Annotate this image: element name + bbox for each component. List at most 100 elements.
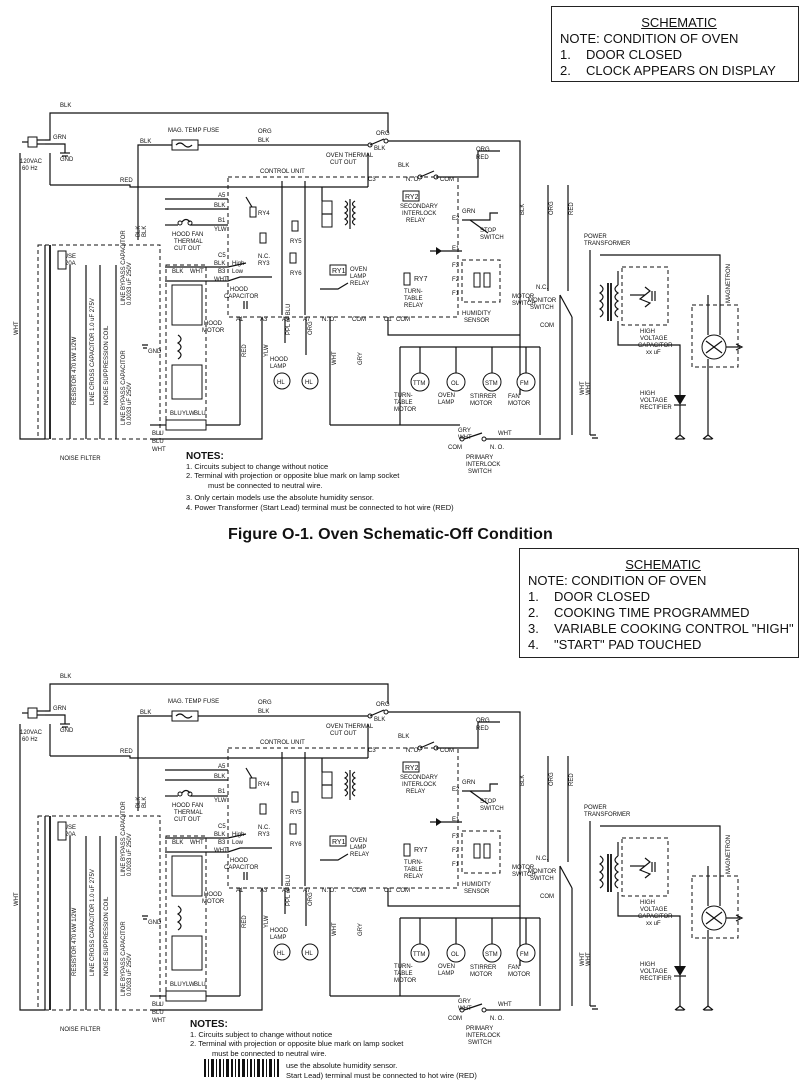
svg-text:A5: A5 — [218, 193, 226, 199]
svg-text:C5: C5 — [218, 253, 226, 259]
svg-text:GRY: GRY — [458, 428, 471, 434]
svg-text:E2: E2 — [452, 216, 460, 222]
condition-item: 3.VARIABLE COOKING CONTROL "HIGH" — [528, 621, 794, 636]
svg-text:GND: GND — [60, 157, 74, 163]
condition-item: 2.COOKING TIME PROGRAMMED — [528, 605, 750, 620]
svg-text:HL: HL — [277, 380, 285, 386]
svg-text:RED: RED — [120, 178, 133, 184]
control-unit-box — [227, 176, 459, 318]
schematic-note-top: SCHEMATIC NOTE: CONDITION OF OVEN 1.DOOR… — [551, 6, 799, 82]
condition-item: 1.DOOR CLOSED — [528, 589, 651, 604]
svg-text:BLK: BLK — [172, 269, 183, 275]
svg-text:High: High — [232, 261, 244, 267]
svg-text:RECTIFIER: RECTIFIER — [640, 405, 672, 411]
svg-text:A7: A7 — [303, 317, 311, 323]
svg-text:ORG: ORG — [376, 131, 390, 137]
svg-text:MAGNETRON: MAGNETRON — [726, 264, 732, 303]
svg-text:COM: COM — [352, 317, 366, 323]
svg-text:CUT OUT: CUT OUT — [174, 246, 201, 252]
svg-text:OVEN: OVEN — [350, 267, 367, 273]
svg-text:0.0033 uF 250V: 0.0033 uF 250V — [127, 262, 133, 305]
svg-text:YLW: YLW — [264, 344, 270, 357]
svg-text:0.0033 uF 250V: 0.0033 uF 250V — [127, 382, 133, 425]
svg-text:120VAC: 120VAC — [20, 159, 43, 165]
hood-lamp-2 — [301, 372, 319, 390]
svg-text:LINE BYPASS CAPACITOR: LINE BYPASS CAPACITOR — [121, 230, 127, 305]
note-item: 1. Circuits subject to change without no… — [190, 1029, 333, 1039]
svg-text:GRN: GRN — [462, 209, 475, 215]
svg-text:ORG: ORG — [258, 129, 272, 135]
svg-text:RY4: RY4 — [258, 211, 270, 217]
svg-text:BLU: BLU — [194, 411, 206, 417]
svg-text:TABLE: TABLE — [394, 400, 413, 406]
svg-text:NOISE FILTER: NOISE FILTER — [60, 456, 101, 462]
svg-text:WHT: WHT — [498, 431, 512, 437]
svg-text:xx uF: xx uF — [646, 350, 661, 356]
svg-text:RESISTOR 470 kW 1/2W: RESISTOR 470 kW 1/2W — [72, 336, 78, 405]
svg-text:B1: B1 — [218, 218, 226, 224]
svg-text:N. O.: N. O. — [322, 317, 336, 323]
svg-text:RY1: RY1 — [332, 268, 346, 275]
note-item: 2. Terminal with projection or opposite … — [186, 471, 400, 480]
notes-heading: NOTES: — [190, 1019, 228, 1030]
svg-text:FAN: FAN — [508, 394, 520, 400]
svg-text:A3: A3 — [260, 317, 268, 323]
svg-text:LINE CROSS CAPACITOR 1.0 uF 27: LINE CROSS CAPACITOR 1.0 uF 275V — [90, 298, 96, 405]
svg-text:COM: COM — [440, 177, 454, 183]
svg-text:STIRRER: STIRRER — [470, 394, 497, 400]
note-item: 2. Terminal with projection or opposite … — [190, 1039, 404, 1048]
svg-text:RELAY: RELAY — [406, 218, 425, 224]
svg-text:CAPACITOR: CAPACITOR — [224, 294, 259, 300]
svg-text:20A: 20A — [65, 261, 76, 267]
svg-text:N. O.: N. O. — [490, 445, 504, 451]
note-item: 3. Only certain models use the absolute … — [186, 493, 375, 502]
svg-text:HIGH: HIGH — [640, 329, 655, 335]
svg-text:STM: STM — [485, 381, 498, 387]
svg-text:TRANSFORMER: TRANSFORMER — [584, 241, 631, 247]
power-plug: 120VAC 60 Hz GRN GND BLK — [20, 103, 74, 172]
svg-text:BLK: BLK — [520, 204, 526, 215]
svg-text:COM: COM — [396, 317, 410, 323]
svg-text:LAMP: LAMP — [270, 364, 286, 370]
svg-text:HIGH: HIGH — [640, 391, 655, 397]
svg-text:RED: RED — [242, 344, 248, 357]
svg-text:BLK: BLK — [214, 203, 225, 209]
svg-text:HOOD: HOOD — [204, 321, 223, 327]
svg-text:CONTROL UNIT: CONTROL UNIT — [260, 169, 305, 175]
noise-filter-box — [37, 244, 161, 440]
svg-text:MOTOR: MOTOR — [202, 328, 225, 334]
svg-text:BLK: BLK — [140, 139, 151, 145]
svg-text:RELAY: RELAY — [350, 281, 369, 287]
svg-text:E1: E1 — [452, 246, 460, 252]
svg-text:Low: Low — [232, 269, 244, 275]
svg-text:COM: COM — [540, 323, 554, 329]
svg-text:OVEN: OVEN — [438, 393, 455, 399]
hood-lamp-1 — [273, 372, 291, 390]
svg-text:F2: F2 — [452, 277, 460, 283]
svg-text:VOLTAGE: VOLTAGE — [640, 336, 667, 342]
svg-text:HOOD FAN: HOOD FAN — [172, 232, 203, 238]
svg-text:N. O.: N. O. — [406, 177, 420, 183]
notes-bottom: NOTES: 1. Circuits subject to change wit… — [190, 1020, 477, 1080]
svg-text:NOISE SUPPRESSION COIL: NOISE SUPPRESSION COIL — [104, 325, 110, 405]
svg-text:N.C.: N.C. — [258, 254, 270, 260]
note-item: must be connected to neutral wire. — [208, 480, 323, 490]
mag-temp-fuse — [171, 139, 199, 151]
condition-item: 2.CLOCK APPEARS ON DISPLAY — [560, 63, 776, 78]
schematic-note-bottom: SCHEMATIC NOTE: CONDITION OF OVEN 1.DOOR… — [519, 548, 799, 658]
svg-text:WHT: WHT — [586, 381, 592, 395]
note-item: 4. Power Transformer (Start Lead) termin… — [186, 502, 454, 512]
svg-text:SWITCH: SWITCH — [480, 235, 504, 241]
svg-text:PPL or BLU: PPL or BLU — [286, 304, 292, 335]
svg-text:HOOD: HOOD — [230, 287, 249, 293]
svg-text:VOLTAGE: VOLTAGE — [640, 398, 667, 404]
schematic-heading: SCHEMATIC — [625, 557, 701, 572]
figure-caption: Figure O-1. Oven Schematic-Off Condition — [228, 526, 553, 543]
svg-text:RY7: RY7 — [414, 276, 428, 283]
svg-text:YLW: YLW — [214, 227, 227, 233]
svg-text:WHT: WHT — [14, 321, 20, 335]
condition-item: 4."START" PAD TOUCHED — [528, 637, 702, 652]
svg-text:ORG: ORG — [308, 321, 314, 335]
svg-text:WHT: WHT — [332, 351, 338, 365]
svg-text:BLK: BLK — [374, 146, 385, 152]
